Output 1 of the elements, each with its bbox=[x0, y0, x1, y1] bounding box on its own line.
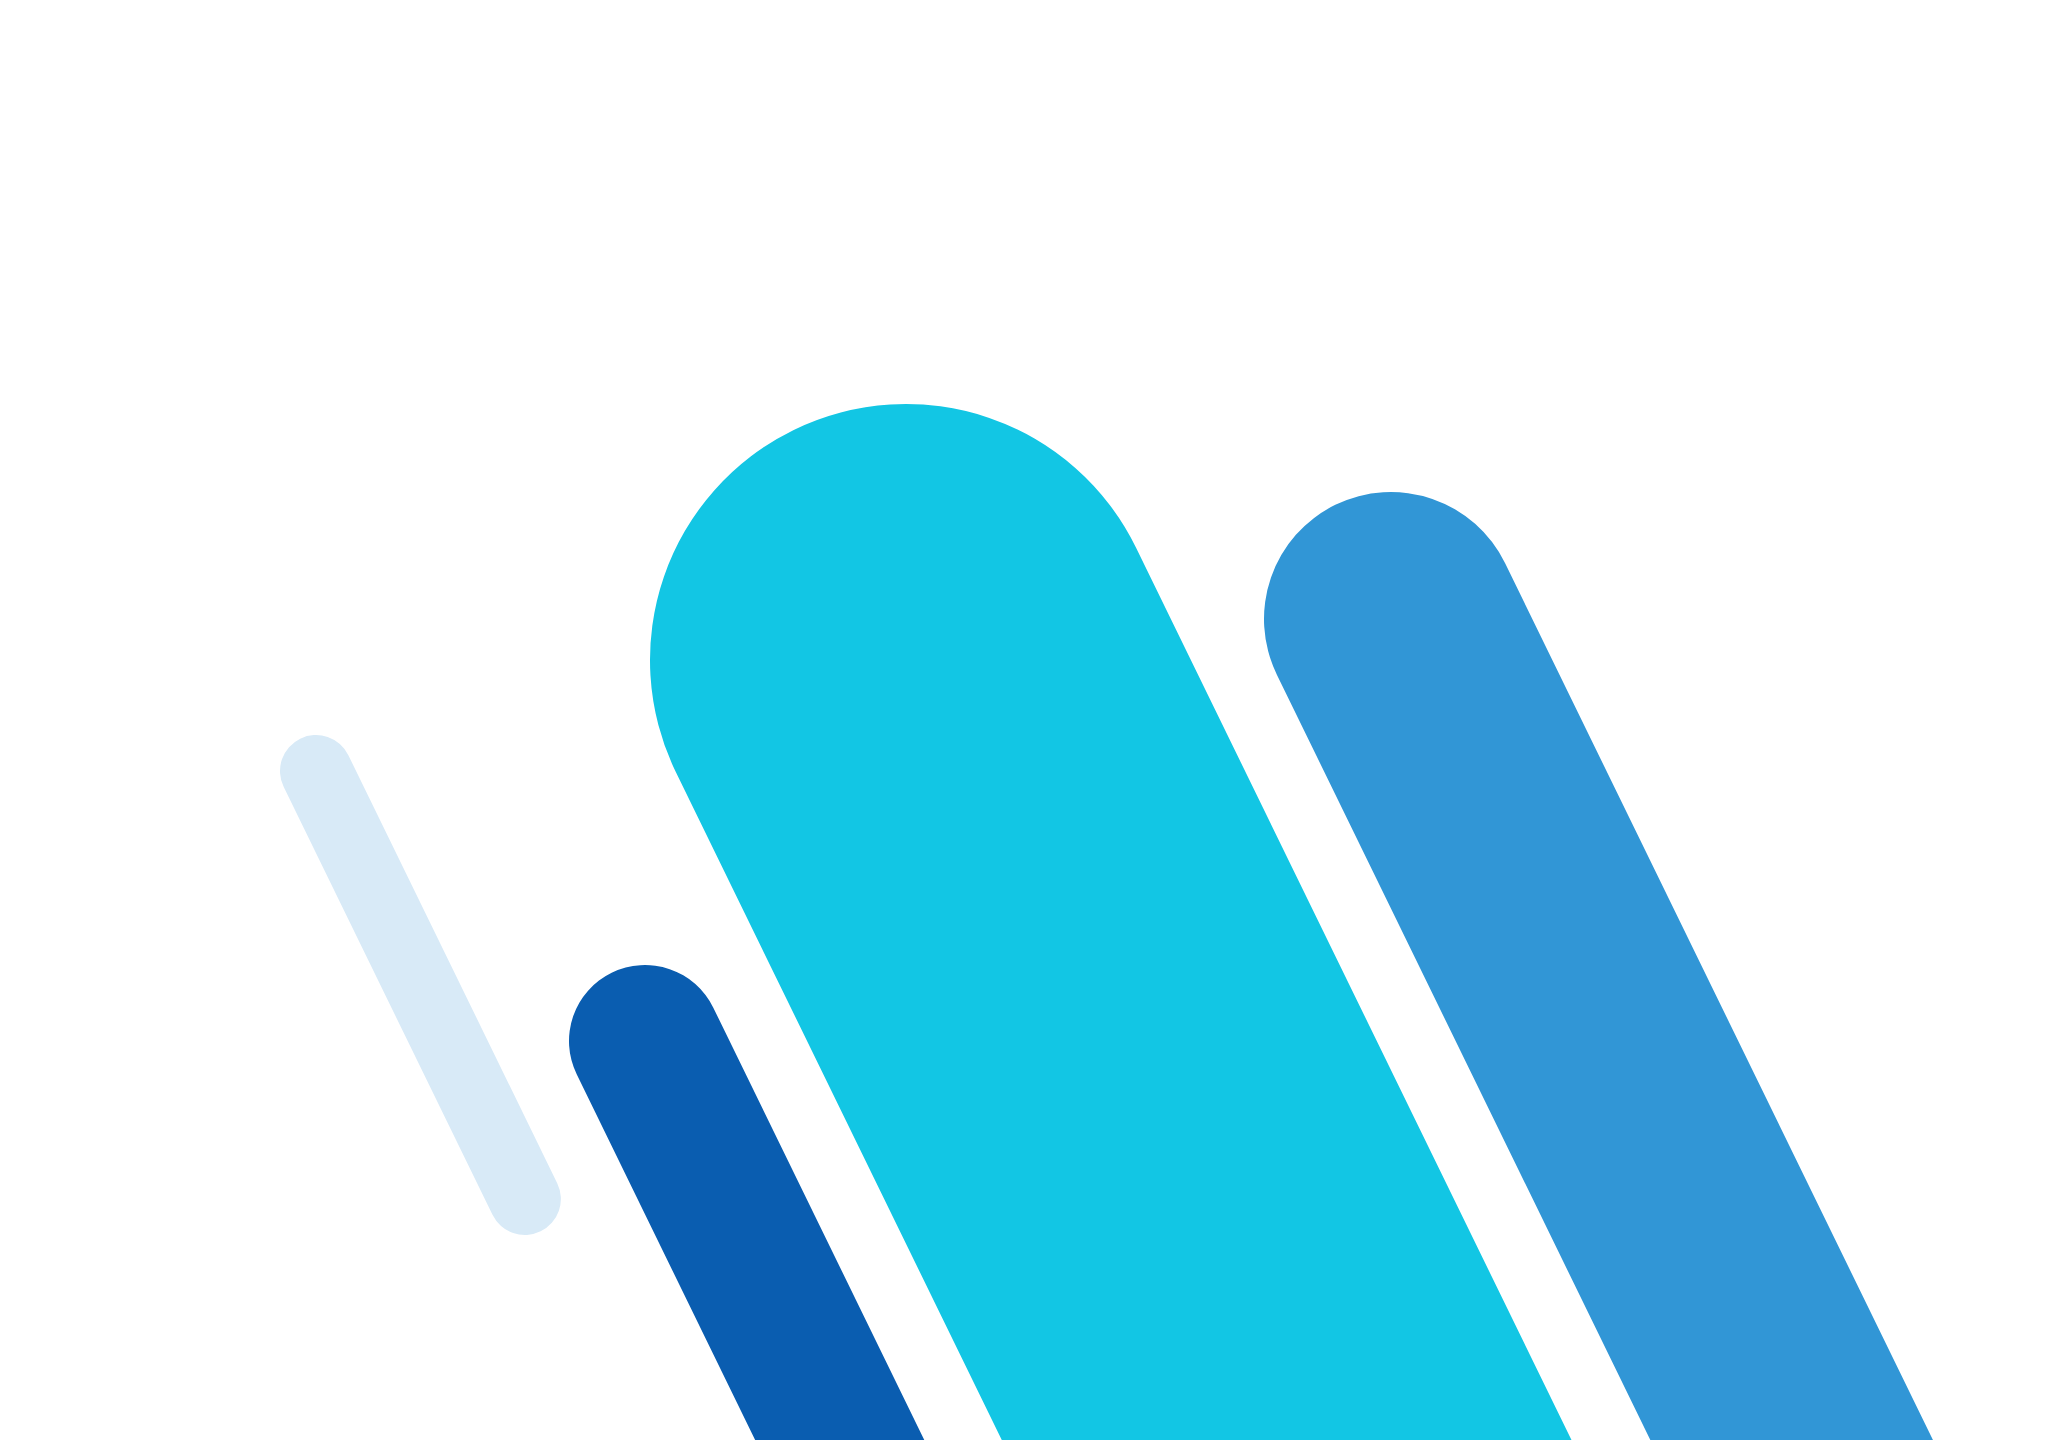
diagonal-bar bbox=[280, 735, 561, 1235]
